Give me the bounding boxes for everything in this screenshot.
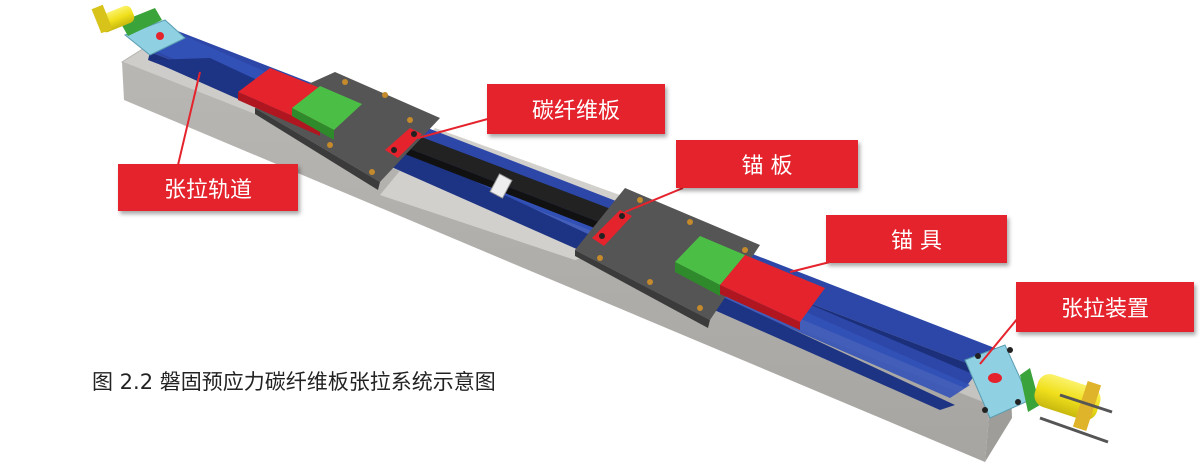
leader-lines — [177, 71, 1019, 365]
anchorage-left — [238, 68, 362, 140]
tension-device-left — [91, 4, 186, 56]
label-tension-device: 张拉装置 — [1016, 282, 1194, 332]
plate-clamp-right — [592, 210, 632, 246]
label-carbon-fiber-plate: 碳纤维板 — [487, 84, 665, 134]
figure-caption: 图 2.2 磐固预应力碳纤维板张拉系统示意图 — [92, 370, 496, 394]
label-anchorage: 锚 具 — [826, 215, 1007, 263]
label-anchor-plate: 锚 板 — [676, 140, 858, 188]
plate-clamp-left — [385, 128, 422, 158]
label-tension-track: 张拉轨道 — [118, 164, 298, 211]
anchorage-right — [675, 236, 825, 330]
